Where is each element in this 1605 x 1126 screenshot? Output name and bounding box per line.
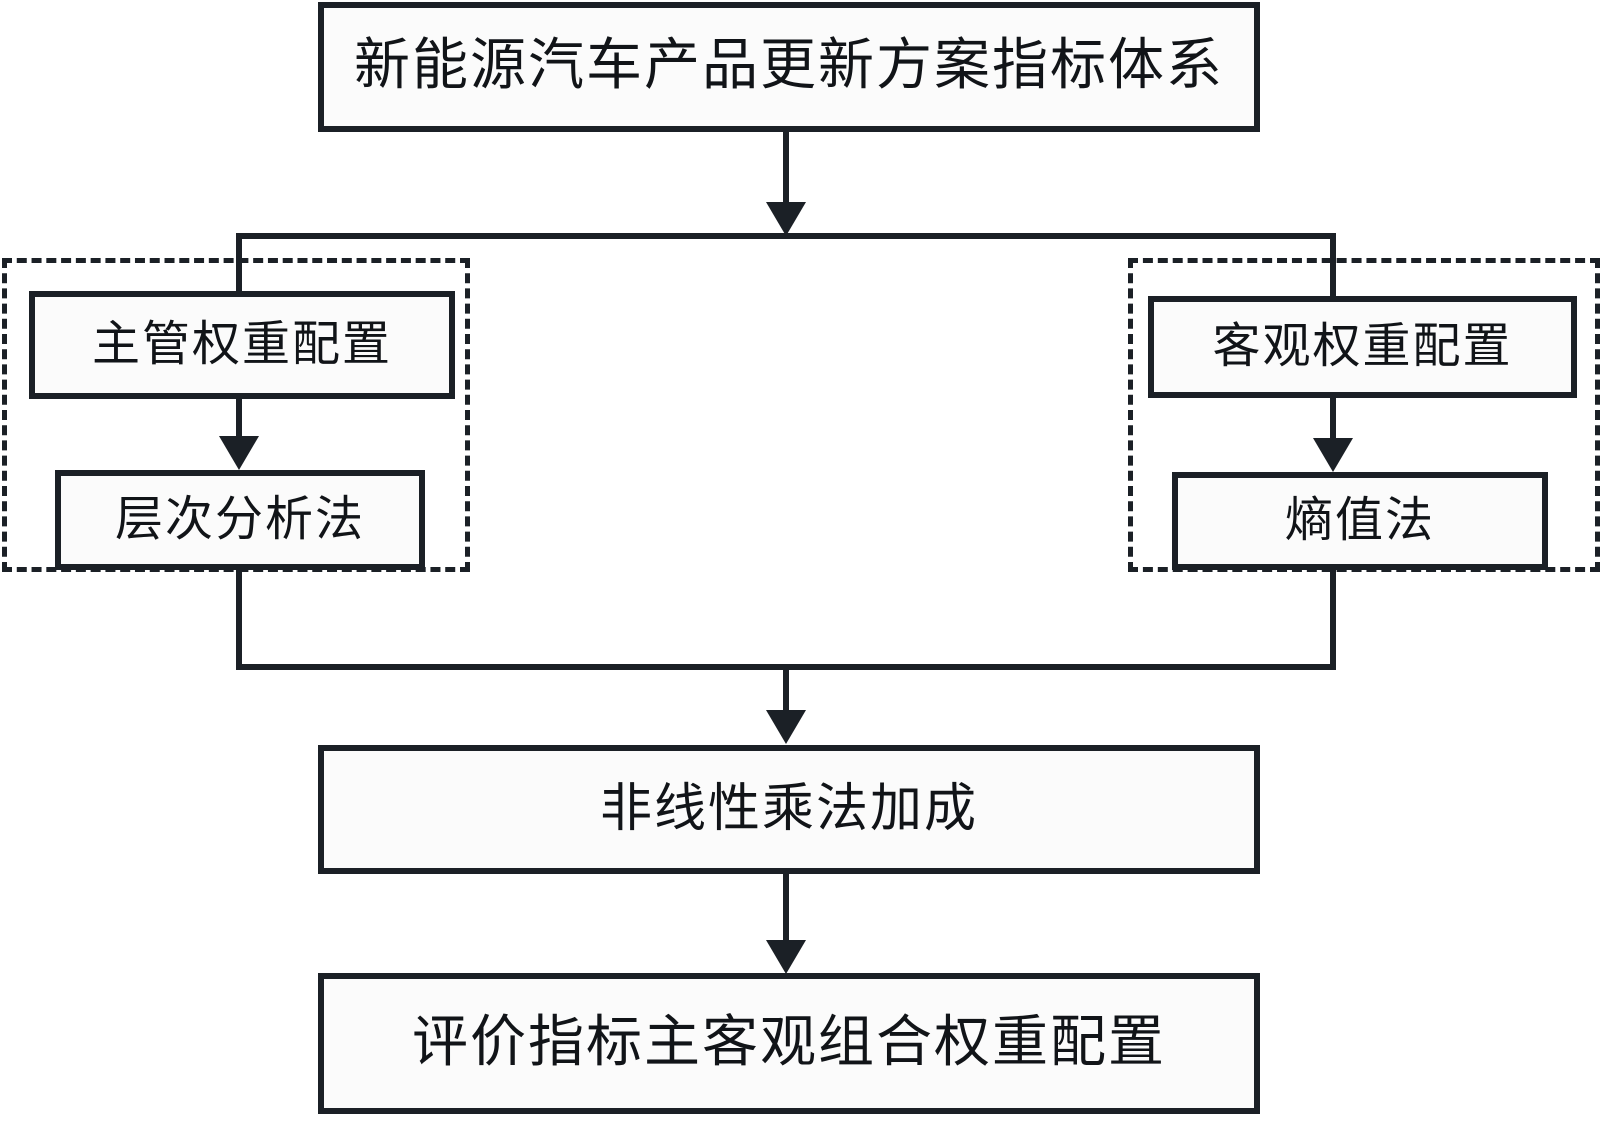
connector-combine-to-result bbox=[783, 874, 789, 942]
node-objective-weight-config: 客观权重配置 bbox=[1148, 296, 1577, 398]
node-entropy-method: 熵值法 bbox=[1172, 472, 1548, 570]
node-subjective-weight-config: 主管权重配置 bbox=[29, 291, 455, 399]
connector-objective-config-to-method bbox=[1330, 398, 1336, 440]
arrowhead-subjective-config-to-method bbox=[219, 436, 259, 470]
connector-merge-to-combine bbox=[783, 664, 789, 712]
connector-subjective-config-to-method bbox=[236, 399, 242, 439]
connector-entropy-to-merge bbox=[1330, 570, 1336, 670]
node-combined-weight-result: 评价指标主客观组合权重配置 bbox=[318, 973, 1260, 1114]
split-bar-top bbox=[236, 233, 1336, 239]
arrowhead-combine-to-result bbox=[766, 940, 806, 974]
node-indicator-system: 新能源汽车产品更新方案指标体系 bbox=[318, 2, 1260, 132]
node-ahp-method: 层次分析法 bbox=[55, 470, 425, 570]
arrowhead-merge-to-combine bbox=[766, 710, 806, 744]
connector-ahp-to-merge bbox=[236, 570, 242, 670]
connector-split-to-objective bbox=[1330, 233, 1336, 296]
connector-title-to-split bbox=[783, 132, 789, 204]
arrowhead-title-to-split bbox=[766, 202, 806, 236]
node-nonlinear-multiplicative-synthesis: 非线性乘法加成 bbox=[318, 745, 1260, 874]
arrowhead-objective-config-to-method bbox=[1313, 438, 1353, 472]
